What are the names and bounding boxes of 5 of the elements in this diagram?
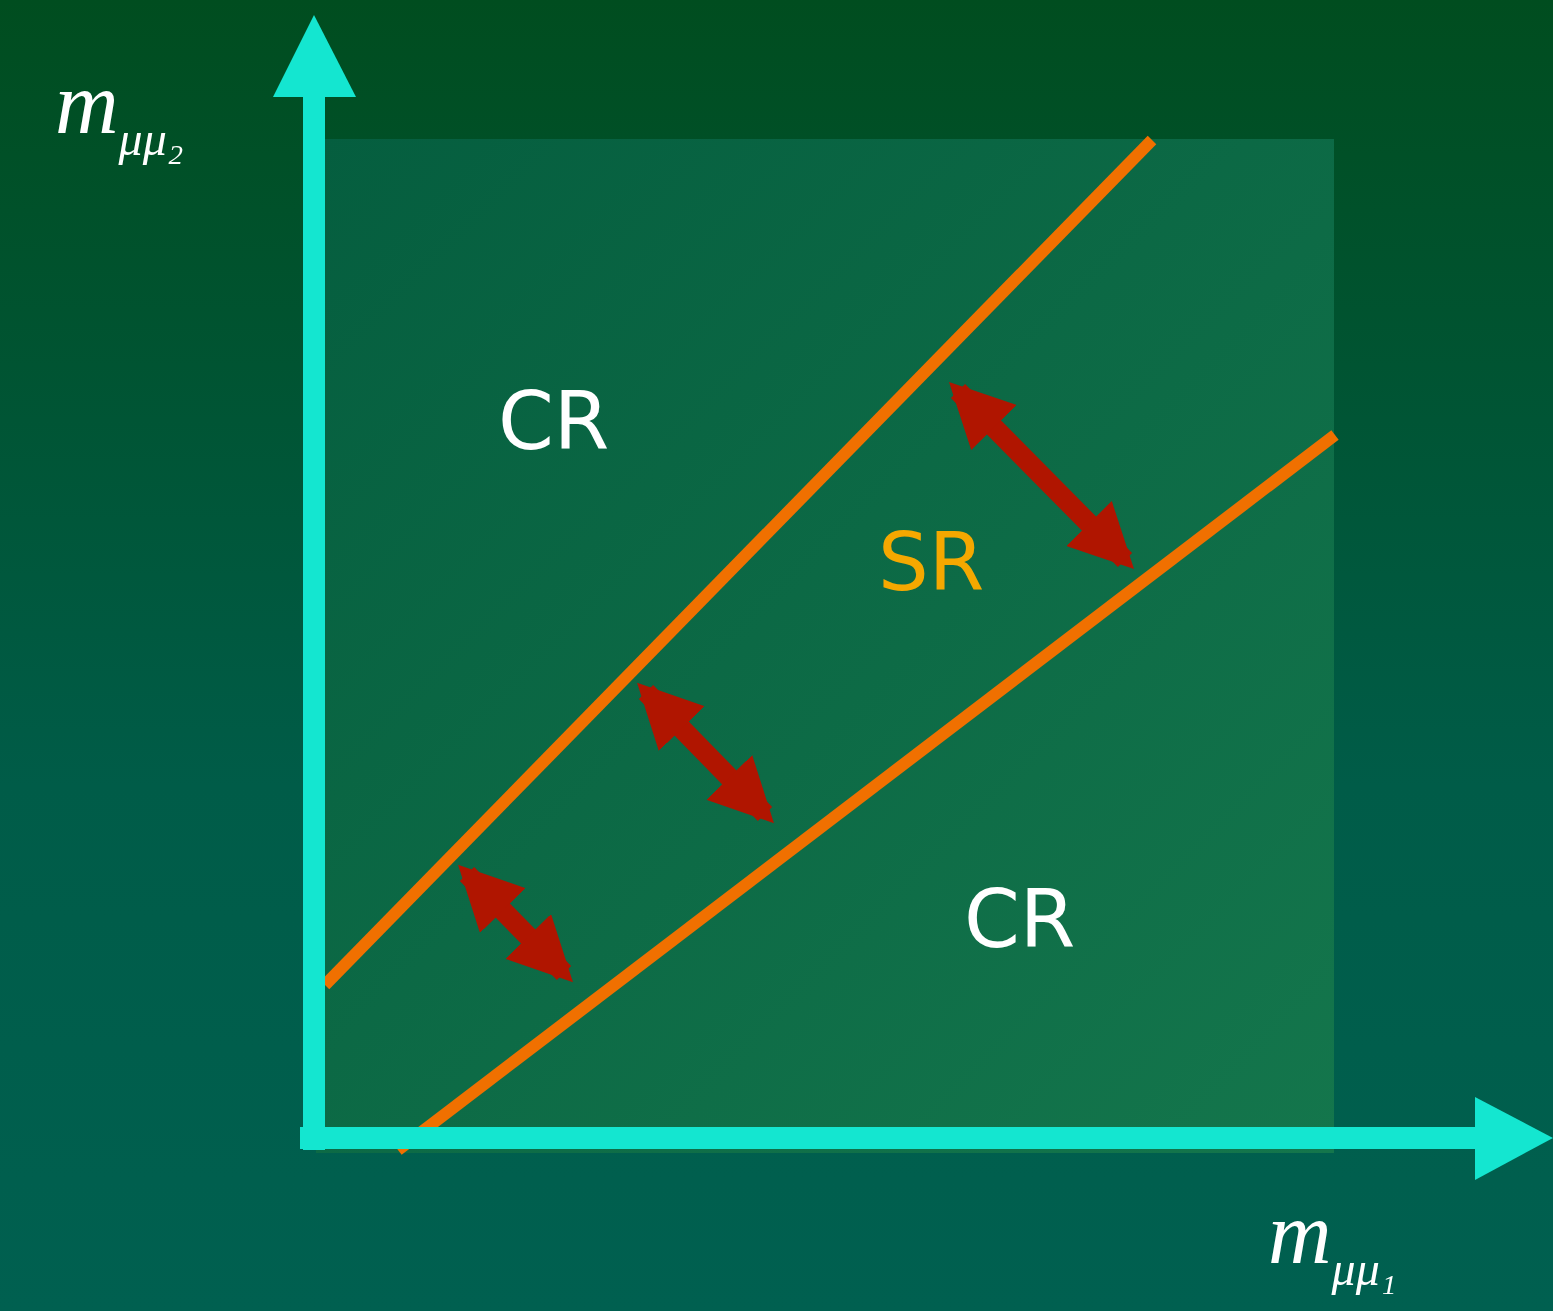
region-label: CR — [498, 382, 610, 462]
region-label: SR — [878, 523, 985, 603]
axis-label: m$_{μμ₂}$ — [55, 60, 184, 163]
region-label: CR — [964, 880, 1076, 960]
axis-label: m$_{μμ₁}$ — [1268, 1190, 1397, 1293]
